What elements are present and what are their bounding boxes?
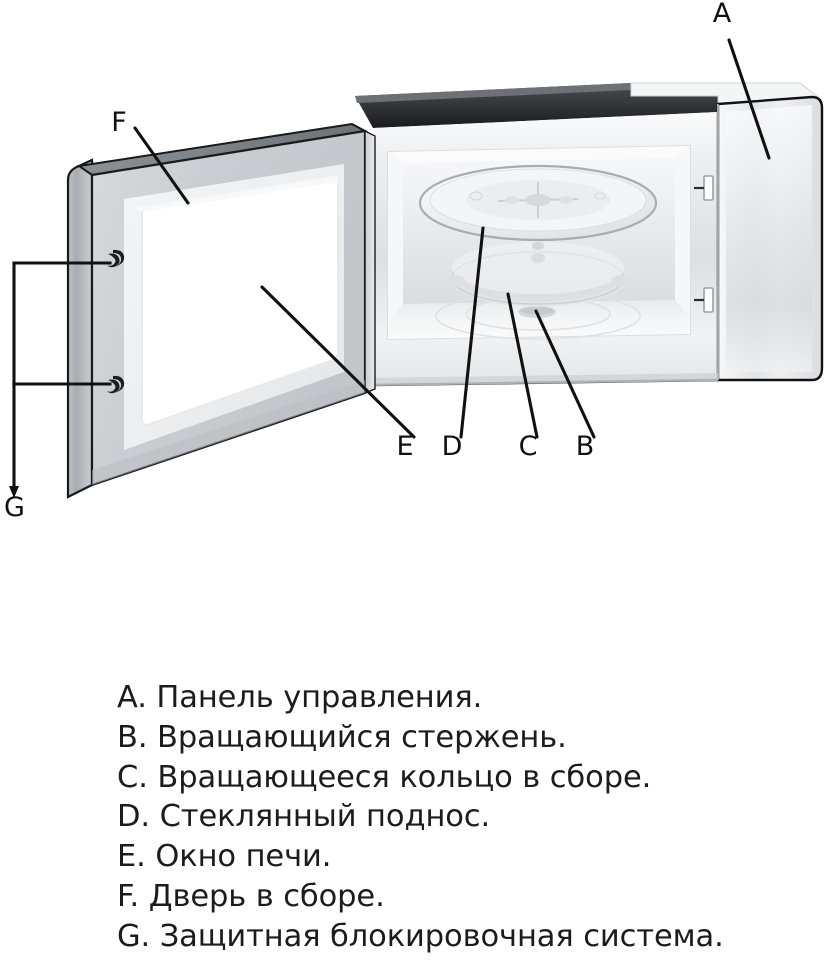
callout-leader-lines — [133, 38, 771, 439]
legend-list: A. Панель управления. B. Вращающийся сте… — [117, 678, 724, 957]
callout-label-E: E — [396, 431, 413, 462]
legend-item-e: E. Окно печи. — [117, 839, 332, 875]
bracket-G-arrowhead — [9, 486, 19, 498]
callout-label-C: C — [519, 431, 538, 462]
legend-item-d: D. Стеклянный поднос. — [117, 799, 491, 835]
door-left-edge — [66, 158, 94, 499]
parts-legend: A. Панель управления. B. Вращающийся сте… — [0, 560, 833, 970]
body-top-bevel — [355, 83, 631, 103]
callout-label-G: G — [4, 492, 25, 523]
body-bottom-shade — [373, 373, 718, 386]
leader-line-D — [459, 226, 485, 439]
interlock-hook-lower — [107, 375, 125, 394]
callout-labels: A F E D C B G — [4, 0, 732, 523]
legend-item-g: G. Защитная блокировочная система. — [117, 918, 724, 954]
callout-bracket-G — [12, 261, 112, 494]
leader-line-F — [133, 126, 190, 205]
door-bottom-shade — [92, 380, 365, 485]
door-window-surround — [132, 175, 338, 212]
cavity-right-wall — [675, 146, 690, 318]
leader-line-C — [506, 292, 539, 439]
legend-item-f: F. Дверь в сборе. — [117, 878, 385, 914]
interlock-hook-upper — [107, 249, 125, 268]
cavity-ceiling — [388, 146, 690, 163]
interlock-slots — [694, 175, 714, 313]
microwave-illustration: A F E D C B G — [4, 0, 824, 523]
leader-line-A — [727, 38, 771, 160]
glass-tray — [418, 164, 658, 242]
door-assembly[interactable] — [66, 122, 376, 499]
callout-label-B: B — [576, 431, 595, 462]
control-panel-highlight — [726, 105, 812, 372]
callout-label-D: D — [442, 431, 463, 462]
cavity-left-wall — [388, 152, 403, 322]
callout-label-F: F — [111, 107, 127, 138]
callout-label-A: A — [713, 0, 732, 29]
microwave-body — [355, 82, 824, 387]
microwave-diagram: A F E D C B G — [4, 0, 824, 523]
legend-item-a: A. Панель управления. — [117, 680, 483, 715]
legend-item-b: B. Вращающийся стержень. — [117, 719, 567, 755]
leader-line-B — [534, 309, 596, 439]
leader-line-E — [260, 285, 416, 439]
roller-ring-assembly — [447, 242, 629, 307]
legend-item-c: C. Вращающееся кольцо в сборе. — [117, 759, 652, 795]
door-right-end — [364, 129, 376, 395]
